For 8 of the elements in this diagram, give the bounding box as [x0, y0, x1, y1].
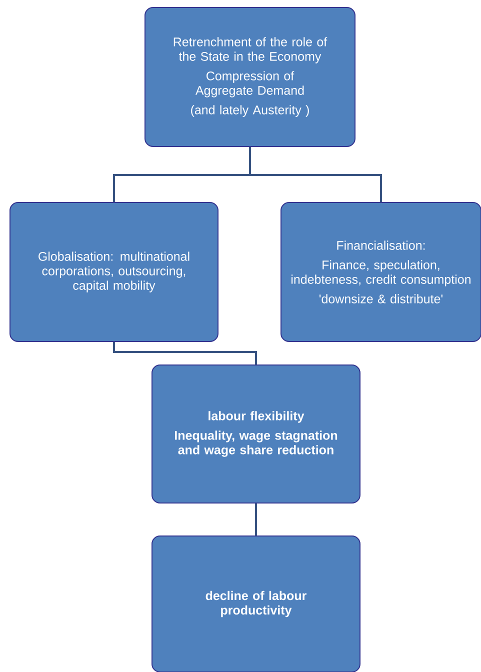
process-box: Retrenchment of the role of the State in the Economy Compression of Aggregate Demand (and lately Austerity )	[144, 7, 356, 147]
connector-line	[113, 342, 257, 364]
process-box: decline of labour productivity	[152, 536, 360, 672]
connector-line	[255, 504, 257, 536]
process-box: Financialisation: Finance, speculation, indebteness, credit consumption 'downsize & distribute'	[280, 202, 481, 342]
process-box: labour flexibility Inequality, wage stagnation and wage share reduction	[152, 364, 360, 504]
connector-line	[249, 147, 382, 202]
process-box: Globalisation: multinational corporations, outsourcing, capital mobility	[10, 202, 218, 342]
